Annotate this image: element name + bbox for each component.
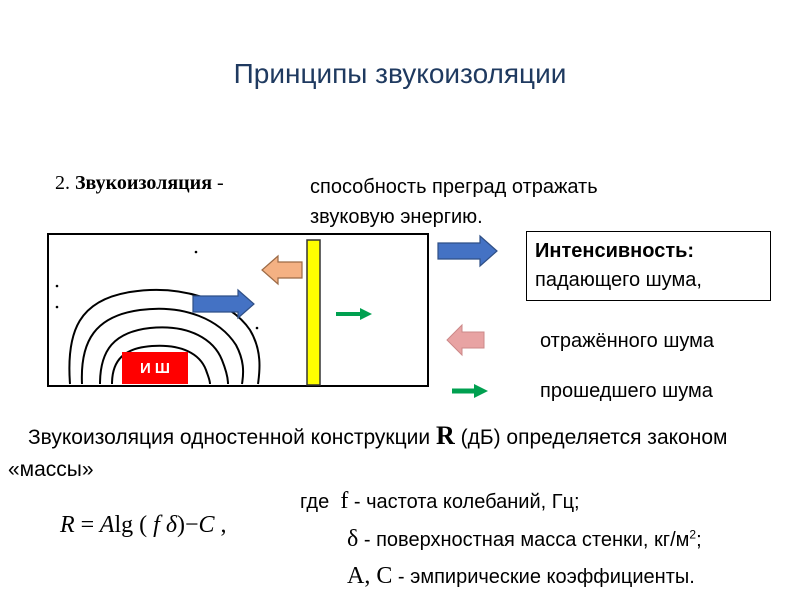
definition-number: 2.	[55, 172, 70, 194]
sound-wave-outer	[68, 288, 261, 385]
mass-law-text-after: (дБ) определяется законом «массы»	[8, 426, 728, 481]
where-delta-end: ;	[696, 529, 702, 551]
formula-A: A	[99, 512, 115, 538]
definition-term: Звукоизоляция	[75, 172, 213, 194]
definition-lead: 2. Звукоизоляция -	[55, 172, 224, 195]
where-ac-text: - эмпирические коэффициенты.	[397, 566, 695, 588]
formula-open: (	[139, 512, 148, 538]
page-title: Принципы звукоизоляции	[233, 58, 567, 89]
formula-close: )	[176, 512, 185, 538]
reflected-arrow-in-room	[261, 254, 303, 286]
where-f-text: - частота колебаний, Гц;	[353, 491, 580, 513]
definition-dash: -	[217, 172, 224, 194]
mass-law-symbol: R	[435, 421, 455, 450]
sound-wave-middle	[80, 307, 245, 385]
mass-law-text-before: Звукоизоляция одностенной конструкции	[28, 426, 431, 449]
formula-C: C	[198, 512, 215, 538]
formula-comma: ,	[220, 512, 227, 538]
formula-eq: =	[80, 512, 95, 538]
room-dots	[55, 250, 259, 330]
definition-text: способность преград отражать звуковую эн…	[310, 172, 598, 232]
where-delta-symbol: δ	[347, 526, 359, 552]
incident-arrow-in-room	[192, 288, 255, 320]
legend-transmitted-arrow	[452, 384, 488, 398]
formula-lg: lg	[114, 512, 134, 538]
wall-barrier	[306, 239, 321, 386]
definition-line-1: способность преград отражать	[310, 176, 598, 198]
legend-incident-label: падающего шума,	[535, 269, 702, 291]
formula-R: R	[60, 512, 75, 538]
where-delta-text: - поверхностная масса стенки, кг/м	[363, 529, 690, 551]
sound-wave-inner	[99, 326, 229, 385]
where-f-symbol: f	[340, 488, 349, 514]
where-ac-line: А, С - эмпирические коэффициенты.	[347, 563, 695, 590]
where-delta-sup: 2	[689, 527, 697, 542]
formula-minus: −	[184, 512, 199, 538]
mass-law-formula: R = Alg ( f δ)−C ,	[60, 512, 227, 539]
legend-reflected-arrow	[446, 323, 485, 357]
sound-wave-core	[111, 344, 211, 385]
transmitted-arrow-in-room	[336, 308, 372, 320]
mass-law-paragraph: Звукоизоляция одностенной конструкции R …	[8, 420, 768, 486]
noise-source-badge: И Ш	[122, 352, 188, 384]
formula-f: f	[153, 512, 160, 538]
where-ac-symbol: А, С	[347, 563, 393, 589]
legend-incident-arrow	[437, 234, 498, 268]
legend-box: Интенсивность: падающего шума,	[526, 231, 771, 301]
where-lead: где	[300, 491, 330, 513]
legend-transmitted-label: прошедшего шума	[540, 380, 713, 402]
legend-reflected-label: отражённого шума	[540, 330, 715, 352]
definition-line-2: звуковую энергию.	[310, 206, 483, 228]
where-delta-line: δ - поверхностная масса стенки, кг/м2;	[347, 526, 702, 553]
legend-heading: Интенсивность:	[535, 240, 695, 262]
formula-delta: δ	[165, 512, 177, 538]
where-f-line: где f - частота колебаний, Гц;	[300, 488, 580, 515]
